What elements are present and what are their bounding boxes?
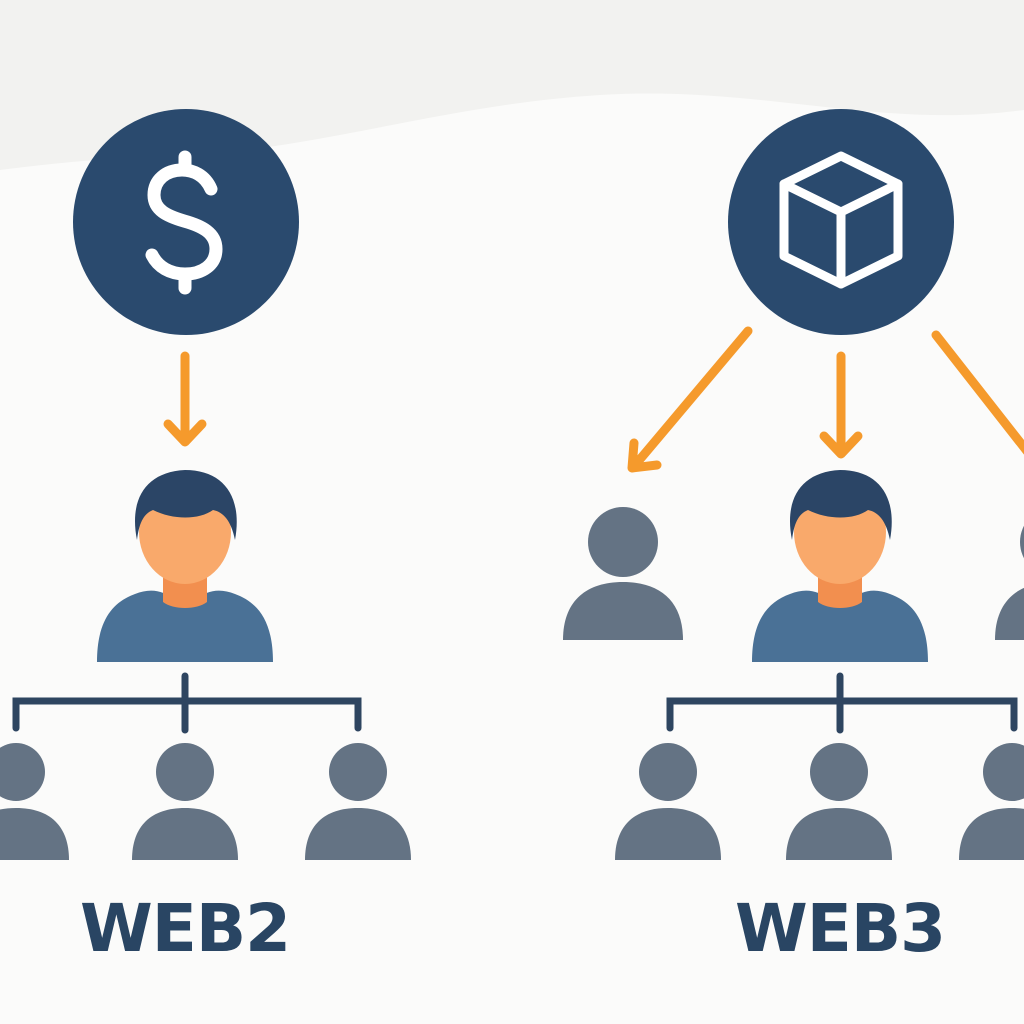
web3-arrow-down xyxy=(819,351,863,459)
web2-intermediary-person xyxy=(97,470,273,662)
web2-diagram xyxy=(0,109,411,860)
dollar-icon xyxy=(145,150,223,295)
header-background-wave xyxy=(0,0,1024,170)
web3-diagram xyxy=(563,109,1024,860)
web2-member-right xyxy=(305,743,411,860)
web3-arrows xyxy=(627,326,1024,473)
web3-arrow-left xyxy=(627,326,753,473)
web2-member-left xyxy=(0,743,69,860)
web3-peer-left xyxy=(563,507,683,640)
web3-connector-tree xyxy=(666,672,1018,734)
web2-connector-tree xyxy=(12,672,362,734)
web2-member-center xyxy=(132,743,238,860)
web2-label: WEB2 xyxy=(79,890,291,967)
cube-icon xyxy=(779,151,903,289)
web3-member-left xyxy=(615,743,721,860)
web2-arrow-down xyxy=(163,351,207,447)
web3-center-person xyxy=(752,470,928,662)
web3-label: WEB3 xyxy=(734,890,946,967)
web3-arrow-right xyxy=(931,330,1024,455)
web3-member-center xyxy=(786,743,892,860)
web3-member-right xyxy=(959,743,1024,860)
web3-peer-right xyxy=(995,525,1024,640)
